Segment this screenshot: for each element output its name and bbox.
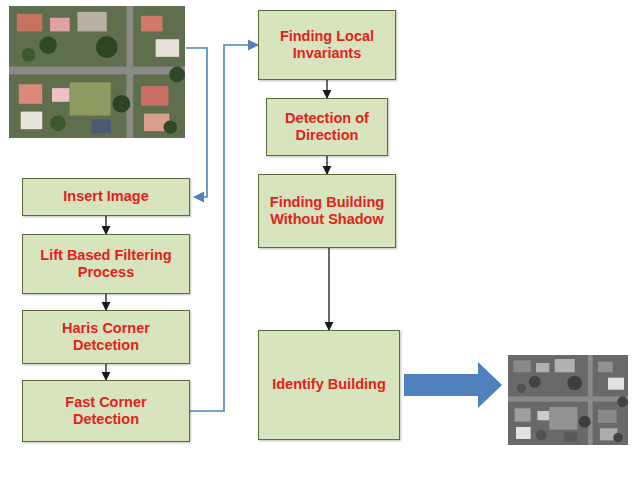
input-aerial-image bbox=[9, 6, 185, 138]
flow-arrow bbox=[328, 248, 329, 330]
process-box: Fast Corner Detection bbox=[22, 380, 190, 442]
flow-arrow bbox=[326, 80, 327, 98]
process-label: Identify Building bbox=[272, 376, 386, 393]
process-box: Insert Image bbox=[22, 178, 190, 216]
flow-arrow bbox=[105, 294, 106, 310]
process-label: Insert Image bbox=[63, 188, 148, 205]
input-arrow bbox=[186, 48, 207, 197]
flow-arrow bbox=[326, 156, 327, 174]
process-label: Haris Corner Detcetion bbox=[31, 320, 181, 355]
process-label: Lift Based Filtering Process bbox=[31, 247, 181, 282]
process-box: Haris Corner Detcetion bbox=[22, 310, 190, 364]
process-box: Finding Local Invariants bbox=[258, 10, 396, 80]
flow-arrow bbox=[105, 216, 106, 234]
output-block-arrow bbox=[404, 362, 502, 408]
flow-arrow bbox=[105, 364, 106, 380]
output-image-group bbox=[508, 355, 628, 445]
flow-arrow bbox=[190, 45, 258, 411]
process-box: Finding Building Without Shadow bbox=[258, 174, 396, 248]
process-label: Detection of Direction bbox=[275, 110, 379, 145]
process-label: Finding Local Invariants bbox=[267, 28, 387, 63]
process-box: Lift Based Filtering Process bbox=[22, 234, 190, 294]
output-gray-image bbox=[508, 355, 628, 445]
process-label: Finding Building Without Shadow bbox=[267, 194, 387, 229]
process-box: Detection of Direction bbox=[266, 98, 388, 156]
process-box: Identify Building bbox=[258, 330, 400, 440]
process-label: Fast Corner Detection bbox=[31, 394, 181, 429]
